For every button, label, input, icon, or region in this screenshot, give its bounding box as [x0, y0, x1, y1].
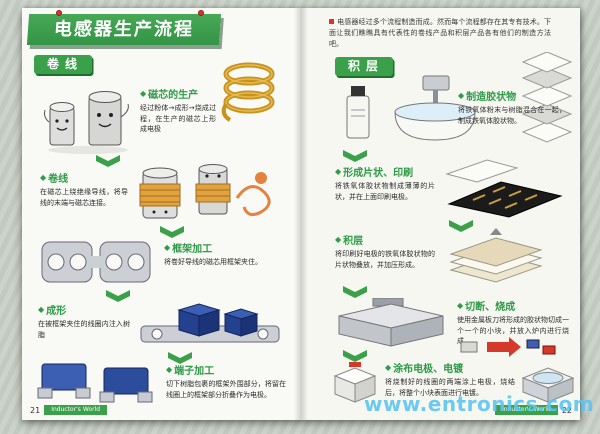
paste-mixing-illustration	[346, 75, 476, 141]
step-label: 磁芯的生产	[148, 90, 199, 101]
step-desc: 切下树脂包裹的框架外围部分，将留在线圈上的框架部分折叠作为电极。	[166, 380, 286, 399]
red-pin-icon	[56, 10, 62, 16]
step-label-row: ◆ 磁芯的生产	[140, 86, 216, 101]
footer-right: Inductor's World 22	[494, 405, 572, 415]
intro-text: 电感器经过多个流程制造而成。然而每个流程都存在其专有技术。下面让我们瞧瞧具有代表…	[329, 18, 551, 48]
step-sheet-printing: ◆ 形成片状、印刷 将铁氧体胶状物制成薄薄的片状，并在上面印刷电极。	[335, 164, 435, 202]
center-fold	[294, 8, 308, 420]
book-spread: 电感器生产流程 卷线	[22, 8, 580, 420]
flow-arrow-down-icon	[343, 350, 367, 362]
step-label: 积层	[343, 236, 364, 247]
step-marker-icon: ◆	[385, 362, 392, 372]
step-marker-icon: ◆	[457, 300, 464, 310]
intro-bullet-icon	[329, 19, 334, 24]
step-frame-processing: ◆ 框架加工 将卷好导线的磁芯用框架夹住。	[164, 240, 282, 268]
flow-arrow-down-icon	[449, 220, 473, 232]
step-cutting-firing: ◆ 切断、烧成 使用金属板刀将形成的胶状物切成一个一个的小块，并放入炉内进行烧成…	[457, 298, 569, 347]
brand-bar: Inductor's World	[494, 405, 558, 415]
step-terminal-processing: ◆ 端子加工 切下树脂包裹的框架外围部分，将留在线圈上的框架部分折叠作为电极。	[166, 362, 286, 400]
step-label: 成形	[46, 306, 67, 317]
step-desc: 将烧制好的线圈的两端涂上电极，烧结后，将整个小块表面进行电镀。	[385, 378, 515, 397]
brand-bar: Inductor's World	[44, 405, 108, 415]
step-label: 形成片状、印刷	[343, 168, 414, 179]
page-number: 21	[30, 405, 41, 415]
cutting-firing-illustration	[338, 298, 444, 347]
step-stacking: ◆ 积层 将印刷好电极的铁氧体胶状物的片状物叠放，并加压形成。	[335, 232, 435, 270]
page-title: 电感器生产流程	[53, 19, 195, 40]
tab-label: 卷线	[46, 57, 83, 71]
sheet-printing-illustration	[445, 159, 563, 218]
title-banner: 电感器生产流程	[26, 14, 222, 45]
step-desc: 将印刷好电极的铁氧体胶状物的片状物叠放，并加压形成。	[335, 250, 435, 269]
wound-core-illustration	[139, 164, 271, 219]
electrode-box-illustration	[333, 362, 377, 403]
step-desc: 将卷好导线的磁芯用框架夹住。	[164, 258, 262, 266]
tab-label: 积层	[347, 59, 384, 73]
step-desc: 在被框架夹住的线圈内注入树脂	[38, 320, 130, 339]
step-label: 端子加工	[174, 366, 215, 377]
step-desc: 使用金属板刀将形成的胶状物切成一个一个的小块，并放入炉内进行烧成。	[457, 316, 569, 345]
layer-stacking-illustration	[449, 228, 543, 283]
step-core-production: ◆ 磁芯的生产 经过粉体→成形→烧成过程，在生产的磁芯上形成电极	[140, 86, 216, 135]
step-molding: ◆ 成形 在被框架夹住的线圈内注入树脂	[38, 302, 130, 340]
step-marker-icon: ◆	[335, 166, 342, 176]
flow-arrow-down-icon	[343, 150, 367, 162]
step-label: 卷线	[48, 174, 69, 185]
section-tab-lamination: 积层	[335, 57, 393, 76]
wire-coil-illustration	[221, 62, 275, 122]
step-marker-icon: ◆	[140, 88, 147, 98]
step-paste-making: ◆ 制造胶状物 将铁氧体粉末与树脂混合在一起，制成铁氧体胶状物。	[458, 88, 566, 126]
step-label: 框架加工	[172, 244, 213, 255]
step-label: 切断、烧成	[465, 302, 516, 313]
footer-left: 21 Inductor's World	[30, 405, 108, 415]
red-pin-icon	[198, 10, 204, 16]
flow-arrow-down-icon	[168, 352, 192, 364]
step-electrode-plating: ◆ 涂布电极、电镀 将烧制好的线圈的两端涂上电极，烧结后，将整个小块表面进行电镀…	[385, 360, 515, 398]
step-desc: 将铁氧体胶状物制成薄薄的片状，并在上面印刷电极。	[335, 182, 435, 201]
lead-frame-illustration	[41, 241, 151, 283]
intro-text-block: 电感器经过多个流程制造而成。然而每个流程都存在其专有技术。下面让我们瞧瞧具有代表…	[329, 17, 551, 50]
section-tab-winding: 卷线	[34, 55, 92, 74]
flow-arrow-down-icon	[343, 286, 367, 298]
step-marker-icon: ◆	[458, 90, 465, 100]
step-desc: 在磁芯上绕绝缘导线，将导线的末端与磁芯连接。	[40, 188, 128, 207]
step-winding: ◆ 卷线 在磁芯上绕绝缘导线，将导线的末端与磁芯连接。	[40, 170, 128, 208]
core-characters-illustration	[44, 91, 129, 154]
step-marker-icon: ◆	[40, 172, 47, 182]
step-label: 制造胶状物	[466, 92, 517, 103]
plating-tray-illustration	[521, 367, 575, 403]
step-desc: 经过粉体→成形→烧成过程，在生产的磁芯上形成电极	[140, 104, 216, 133]
step-marker-icon: ◆	[335, 234, 342, 244]
page-right-lamination: 电感器经过多个流程制造而成。然而每个流程都存在其专有技术。下面让我们瞧瞧具有代表…	[301, 8, 580, 420]
flow-arrow-down-icon	[96, 155, 120, 167]
cut-chips-illustration	[460, 337, 556, 357]
terminal-components-illustration	[37, 363, 153, 403]
flow-arrow-down-icon	[160, 226, 184, 238]
step-label: 涂布电极、电镀	[393, 364, 464, 375]
step-marker-icon: ◆	[166, 364, 173, 374]
page-left-winding: 电感器生产流程 卷线	[22, 8, 301, 420]
sheet-stack-illustration	[521, 52, 573, 143]
molding-illustration	[140, 303, 280, 343]
step-marker-icon: ◆	[164, 242, 171, 252]
watermark-text: www.entronics.com	[364, 392, 595, 416]
flow-arrow-down-icon	[106, 290, 130, 302]
step-marker-icon: ◆	[38, 304, 45, 314]
page-number: 22	[561, 405, 572, 415]
step-desc: 将铁氧体粉末与树脂混合在一起，制成铁氧体胶状物。	[458, 106, 566, 125]
